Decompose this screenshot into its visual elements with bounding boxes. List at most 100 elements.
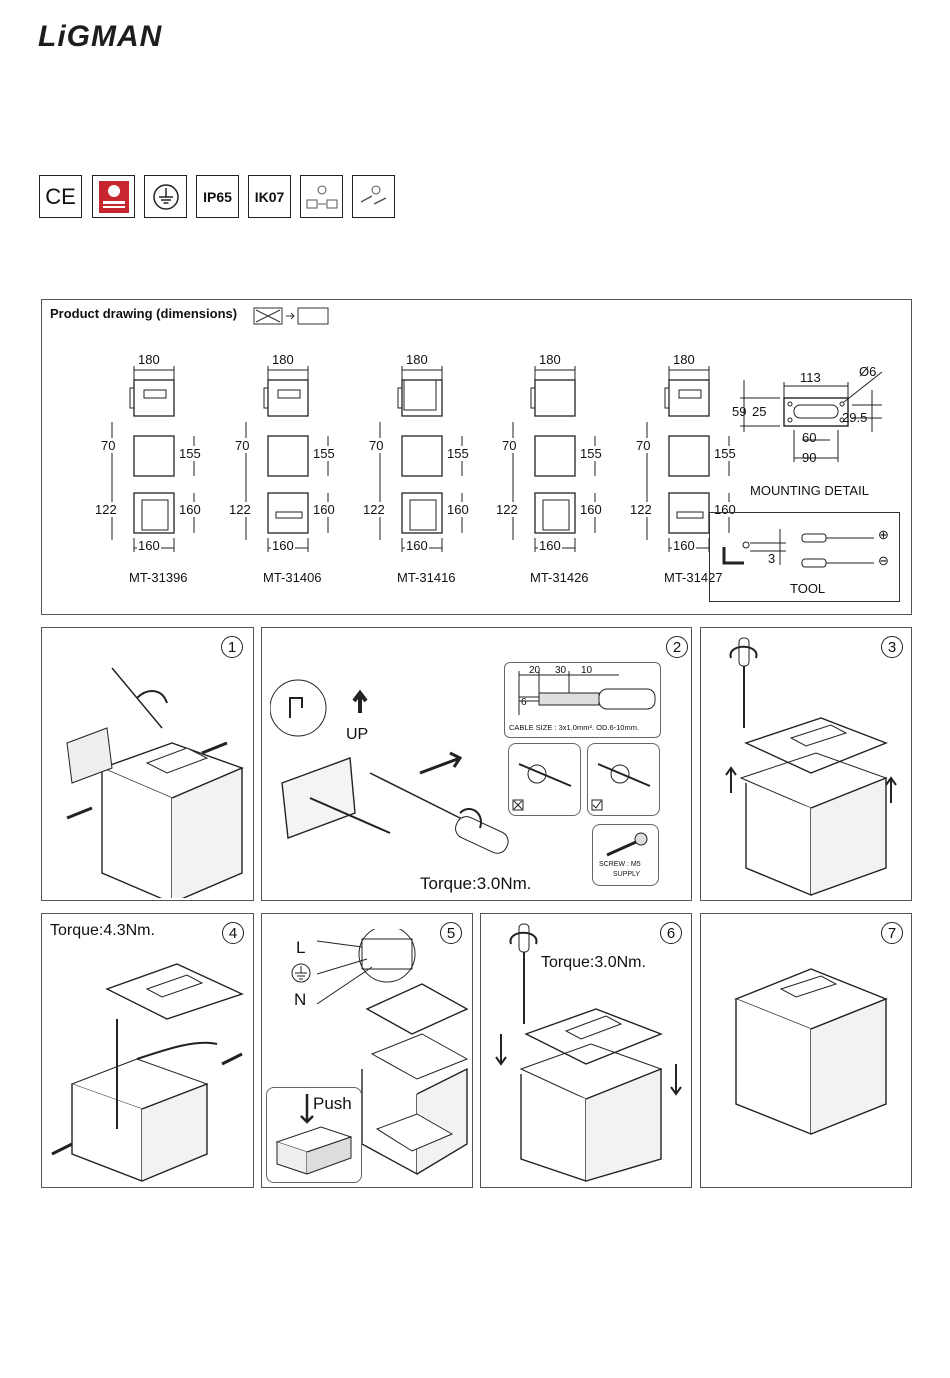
earth-icon — [291, 963, 311, 983]
step-4-panel: 4 Torque:4.3Nm. — [41, 913, 254, 1188]
dim-h2: 155 — [446, 446, 470, 461]
class1-earth-icon — [144, 175, 187, 218]
terminal-block-icon — [275, 1094, 353, 1175]
cable-dim-30: 30 — [555, 665, 567, 676]
screw-icon — [606, 832, 648, 857]
dim-b2: 160 — [446, 502, 470, 517]
model-code: MT-31427 — [663, 570, 724, 585]
cable-dim-20: 20 — [529, 665, 541, 676]
step-5-panel: 5 L N Push — [261, 913, 473, 1188]
dim-h1: 70 — [635, 438, 652, 453]
tool-box: 3 ⊕ ⊖ TOOL — [709, 512, 900, 602]
brand-logo: LiGMAN — [38, 20, 163, 53]
cable-size-text: CABLE SIZE : 3x1.0mm². OD.6-10mm. — [509, 723, 640, 732]
step-7-illustration — [734, 968, 888, 1136]
step-6-torque: Torque:3.0Nm. — [541, 954, 646, 971]
wrong-clamp-inset — [508, 743, 581, 816]
dim-b2: 160 — [579, 502, 603, 517]
dim-h1: 70 — [234, 438, 251, 453]
flat-head-icon: ⊖ — [878, 553, 889, 568]
drawing-title: Product drawing (dimensions) — [50, 306, 238, 321]
step-7-panel: 7 — [700, 913, 912, 1188]
dim-top: 180 — [672, 352, 696, 367]
lamp-replace-icon — [300, 175, 343, 218]
dim-width: 160 — [672, 538, 696, 553]
ip65-badge: IP65 — [196, 175, 239, 218]
ik07-badge: IK07 — [248, 175, 291, 218]
step-2-panel: 2 UP Torque:3.0Nm. 20 30 10 6 CABLE SIZE… — [261, 627, 692, 901]
product-drawing-panel: Product drawing (dimensions) 180 70 155 122… — [41, 299, 912, 615]
dimensions-icon — [253, 307, 329, 325]
dim-width: 160 — [271, 538, 295, 553]
step-number: 1 — [221, 636, 243, 658]
cable-dim-10: 10 — [581, 665, 593, 676]
step-number: 4 — [222, 922, 244, 944]
screw-label: SCREW : M5 — [599, 861, 641, 868]
step-1-illustration — [66, 667, 244, 898]
dim-top: 180 — [538, 352, 562, 367]
dim-width: 160 — [137, 538, 161, 553]
screw-supply: SUPPLY — [613, 871, 641, 878]
step-4-torque: Torque:4.3Nm. — [50, 922, 155, 939]
mounting-detail-label: MOUNTING DETAIL — [750, 483, 869, 498]
tool-dim-3: 3 — [768, 551, 776, 566]
step-number: 7 — [881, 922, 903, 944]
dim-top: 180 — [271, 352, 295, 367]
model-code: MT-31396 — [128, 570, 189, 585]
step-number: 5 — [440, 922, 462, 944]
mount-dim-113: 113 — [800, 370, 821, 385]
step-6-panel: 6 Torque:3.0Nm. — [480, 913, 692, 1188]
dim-h2: 155 — [312, 446, 336, 461]
step-2-illustration — [270, 679, 509, 854]
dim-top: 180 — [405, 352, 429, 367]
dim-b1: 122 — [94, 502, 118, 517]
model-code: MT-31416 — [396, 570, 457, 585]
mount-dim-60: 60 — [802, 430, 817, 445]
step-3-panel: 3 — [700, 627, 912, 901]
dim-h1: 70 — [501, 438, 518, 453]
dim-b1: 122 — [362, 502, 386, 517]
step-3-illustration — [725, 637, 897, 897]
mount-dim-6: Ø6 — [859, 364, 877, 379]
dim-b2: 160 — [178, 502, 202, 517]
neutral-label: N — [294, 990, 307, 1009]
model-code: MT-31406 — [262, 570, 323, 585]
dim-b2: 160 — [312, 502, 336, 517]
mount-dim-25: 25 — [752, 404, 767, 419]
dim-h2: 155 — [713, 446, 737, 461]
correct-clamp-inset — [587, 743, 660, 816]
step-number: 2 — [666, 636, 688, 658]
cable-size-inset: 20 30 10 6 CABLE SIZE : 3x1.0mm². OD.6-1… — [504, 662, 661, 738]
live-label: L — [296, 938, 306, 957]
dim-h1: 70 — [100, 438, 117, 453]
step-number: 6 — [660, 922, 682, 944]
dim-b2: 160 — [713, 502, 737, 517]
screw-inset: SCREW : M5 SUPPLY — [592, 824, 659, 886]
dim-width: 160 — [538, 538, 562, 553]
cable-dim-6: 6 — [521, 697, 527, 708]
dim-h2: 155 — [579, 446, 603, 461]
push-label: Push — [313, 1094, 352, 1113]
ce-mark-icon: CE — [39, 175, 82, 218]
dim-b1: 122 — [495, 502, 519, 517]
dim-h1: 70 — [368, 438, 385, 453]
step-number: 3 — [881, 636, 903, 658]
dim-b1: 122 — [228, 502, 252, 517]
mount-dim-29-5: 29.5 — [842, 410, 868, 425]
push-terminal-inset: Push — [266, 1087, 362, 1183]
phillips-icon: ⊕ — [878, 527, 889, 542]
step-2-torque: Torque:3.0Nm. — [420, 874, 532, 893]
allen-key-icon — [722, 529, 874, 568]
quality-badge-icon — [92, 175, 135, 218]
dim-top: 180 — [137, 352, 161, 367]
step-4-illustration — [51, 963, 244, 1183]
tool-label: TOOL — [790, 581, 826, 596]
mount-dim-59: 59 — [732, 404, 747, 419]
mounting-detail-drawing — [740, 371, 883, 462]
step-5-illustration — [317, 929, 469, 1176]
